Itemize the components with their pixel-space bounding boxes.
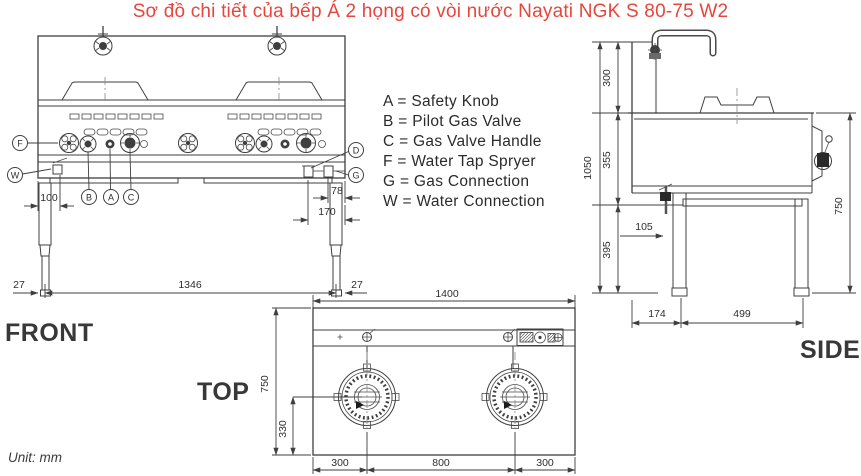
pilot-valve-knob-left-icon bbox=[79, 135, 97, 153]
front-body bbox=[37, 35, 346, 179]
top-burner-left bbox=[333, 346, 400, 443]
top-control-panel bbox=[516, 328, 564, 346]
water-tap-right-icon bbox=[267, 26, 287, 56]
front-dim-bottom: 27 1346 27 bbox=[13, 279, 367, 298]
safety-knob-left-icon bbox=[105, 139, 115, 149]
top-dim-bottom: 300 800 300 bbox=[312, 432, 576, 474]
vent-row-right bbox=[227, 113, 322, 120]
callout-c: C bbox=[123, 152, 139, 205]
top-burner-right bbox=[481, 346, 548, 443]
side-dim-395-label: 395 bbox=[601, 241, 613, 259]
top-dim-1400: 1400 bbox=[312, 288, 576, 309]
top-view-label: TOP bbox=[197, 378, 249, 406]
top-dim-750-label: 750 bbox=[259, 375, 271, 393]
side-dim-1050: 1050 bbox=[582, 41, 603, 294]
side-dim-499-label: 499 bbox=[733, 308, 751, 320]
legend-item-g: G = Gas Connection bbox=[383, 173, 530, 190]
front-dim-170: 170 bbox=[293, 180, 360, 225]
top-dim-1400-label: 1400 bbox=[435, 288, 459, 300]
callout-g-letter: G bbox=[352, 170, 359, 180]
side-faucet bbox=[648, 29, 717, 60]
side-dim-750: 750 bbox=[812, 112, 856, 294]
vent-row-left bbox=[69, 113, 164, 120]
callout-a: A bbox=[103, 148, 119, 205]
side-dim-1050-label: 1050 bbox=[582, 156, 594, 180]
undershelf-left bbox=[49, 177, 179, 184]
knob-strip-right bbox=[257, 128, 322, 136]
top-tap-right-icon bbox=[503, 328, 516, 342]
side-dim-300-label: 300 bbox=[601, 69, 613, 87]
legend: A = Safety Knob B = Pilot Gas Valve C = … bbox=[383, 92, 545, 212]
front-leg-left bbox=[38, 182, 52, 297]
top-dim-750: 750 bbox=[259, 307, 311, 456]
side-dim-750-label: 750 bbox=[833, 197, 845, 215]
side-dim-bottom: 174 499 bbox=[631, 298, 804, 328]
top-dim-800-label: 800 bbox=[432, 457, 450, 469]
callout-g: G bbox=[335, 167, 364, 183]
side-view-label: SIDE bbox=[800, 336, 860, 364]
legend-item-a: A = Safety Knob bbox=[383, 93, 500, 110]
front-dim-78-label: 78 bbox=[331, 185, 343, 197]
top-tap-left-icon bbox=[337, 328, 376, 342]
side-dim-174-label: 174 bbox=[648, 308, 666, 320]
front-view: F W B A C D G bbox=[5, 26, 367, 347]
callout-b: B bbox=[81, 151, 97, 205]
callout-b-letter: B bbox=[86, 192, 92, 202]
callout-w: W bbox=[7, 167, 52, 183]
spryer-knob-center-icon bbox=[178, 133, 198, 153]
legend-item-w: W = Water Connection bbox=[383, 193, 545, 210]
side-dim-355-label: 355 bbox=[601, 151, 613, 169]
front-dim-100: 100 bbox=[24, 175, 74, 211]
top-body bbox=[312, 307, 576, 456]
callout-d-letter: D bbox=[353, 145, 360, 155]
gas-connection-fitting bbox=[313, 165, 345, 178]
callout-f-letter: F bbox=[17, 138, 23, 148]
front-view-label: FRONT bbox=[5, 319, 94, 347]
side-view: 1050 300 355 395 bbox=[582, 29, 860, 364]
side-leg-front bbox=[671, 192, 688, 297]
side-dim-105-label: 105 bbox=[635, 221, 653, 233]
safety-knob-right-icon bbox=[280, 139, 290, 149]
side-dim-395: 395 bbox=[601, 204, 621, 294]
gas-valve-knob-right-icon bbox=[296, 133, 326, 153]
spryer-knob-right-icon bbox=[235, 133, 255, 153]
side-water-pipe bbox=[658, 183, 673, 214]
callout-w-letter: W bbox=[11, 170, 20, 180]
spryer-knob-left-icon bbox=[59, 133, 79, 153]
page-title: Sơ đồ chi tiết của bếp Á 2 họng có vòi n… bbox=[132, 1, 729, 22]
top-dim-300l-label: 300 bbox=[331, 457, 349, 469]
front-dim-1346-label: 1346 bbox=[178, 279, 202, 291]
front-dim-100-label: 100 bbox=[40, 192, 58, 204]
undershelf-right bbox=[203, 177, 333, 184]
front-leg-right bbox=[329, 182, 343, 297]
legend-item-b: B = Pilot Gas Valve bbox=[383, 113, 522, 130]
pilot-valve-knob-right-icon bbox=[255, 135, 273, 153]
legend-item-c: C = Gas Valve Handle bbox=[383, 133, 542, 150]
side-dim-300: 300 bbox=[601, 41, 621, 114]
drain-fitting bbox=[302, 165, 315, 178]
side-undershelf bbox=[682, 198, 803, 207]
water-tap-left-icon bbox=[93, 26, 113, 56]
side-dim-105: 105 bbox=[620, 221, 664, 239]
legend-item-f: F = Water Tap Spryer bbox=[383, 153, 536, 170]
callout-c-letter: C bbox=[128, 192, 135, 202]
gas-valve-knob-left-icon bbox=[120, 133, 148, 153]
callout-d: D bbox=[310, 142, 364, 169]
top-dim-330: 330 bbox=[277, 396, 362, 456]
callout-a-letter: A bbox=[108, 192, 114, 202]
top-dim-300r-label: 300 bbox=[536, 457, 554, 469]
front-dim-27r-label: 27 bbox=[351, 279, 363, 291]
front-dim-78: 78 bbox=[313, 178, 360, 203]
top-view: 1400 750 330 bbox=[197, 288, 576, 474]
knob-strip-left bbox=[83, 128, 148, 136]
side-gas-valve bbox=[814, 135, 833, 170]
unit-note: Unit: mm bbox=[8, 450, 62, 465]
callout-f: F bbox=[12, 135, 58, 151]
side-leg-rear bbox=[793, 198, 810, 297]
top-dim-330-label: 330 bbox=[277, 420, 289, 438]
side-dim-355: 355 bbox=[601, 112, 621, 206]
front-dim-170-label: 170 bbox=[318, 206, 336, 218]
water-connection-fitting bbox=[52, 157, 68, 175]
front-dim-27l-label: 27 bbox=[13, 279, 25, 291]
